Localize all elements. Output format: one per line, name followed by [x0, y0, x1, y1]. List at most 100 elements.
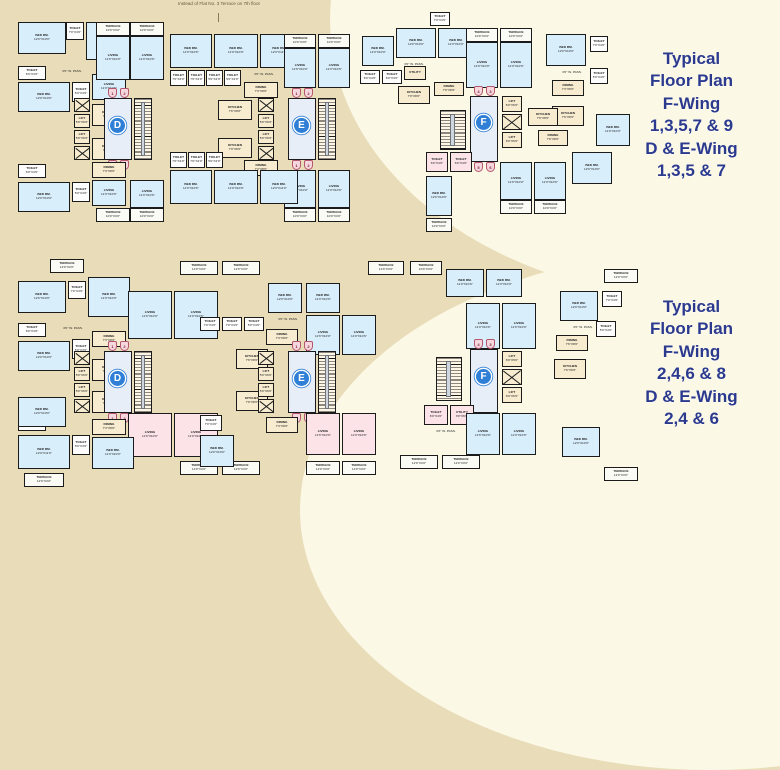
room-bed: BED RM.12'0"X10'0": [18, 22, 66, 54]
room-bed: BED RM.11'0"X10'0": [88, 277, 130, 317]
stair-railing: [141, 355, 145, 409]
room-bed: BED RM.11'0"X10'0": [214, 34, 258, 68]
caption-bottom-floor-plan: Typical Floor Plan F-Wing 2,4,6 & 8 D & …: [609, 296, 774, 431]
flat-number-badge: 4: [474, 339, 483, 349]
flat-number-badge: 6: [486, 162, 495, 172]
passage-label: 3'0" W. PASS.: [254, 72, 274, 77]
caption-top-floor-plan: Typical Floor Plan F-Wing 1,3,5,7 & 9 D …: [609, 48, 774, 183]
room-bed: BED RM.12'0"X10'0": [572, 152, 612, 184]
caption-bottom-line3: F-Wing: [662, 341, 721, 361]
flat-number-badge: 1: [292, 160, 301, 170]
room-bed: BED RM.12'0"X10'0": [426, 176, 452, 216]
flat-number-badge: 1: [108, 88, 117, 98]
room-bed: BED RM.11'0"X10'0": [306, 283, 340, 313]
caption-bottom-line1: Typical: [662, 297, 721, 316]
flat-number-badge: 2: [304, 160, 313, 170]
passage-label: 3'0" W. PASS.: [436, 429, 456, 434]
lift-shaft-icon: [502, 114, 522, 130]
wing-badge-e: E: [294, 371, 309, 386]
flat-number-badge: 3: [486, 86, 495, 96]
flat-number-badge: 1: [108, 341, 117, 351]
room-bed: BED RM.12'0"X10'0": [200, 435, 234, 467]
flat-number-badge: 3: [486, 339, 495, 349]
room-bed: BED RM.11'0"X10'6": [170, 34, 212, 68]
caption-top-line4: 1,3,5,7 & 9: [649, 116, 734, 136]
caption-bottom-line5: D & E-Wing: [645, 386, 738, 406]
room-bed: BED RM.12'0"X10'0": [560, 291, 598, 321]
room-bed: BED RM.11'0"X10'0": [214, 170, 258, 204]
room-bed: BED RM.12'0"X11'0": [260, 170, 298, 204]
room-bed: BED RM.12'0"X10'0": [18, 182, 70, 212]
room-bed: BED RM.11'0"X10'0": [92, 437, 134, 469]
room-bed: BED RM.12'0"X10'0": [562, 427, 600, 457]
caption-bottom-line4: 2,4,6 & 8: [657, 364, 726, 384]
stair-railing: [325, 355, 329, 409]
room-bed: BED RM.12'0"X10'0": [18, 341, 70, 371]
flat-number-badge: 2: [304, 88, 313, 98]
passage-label: 3'0" W. PASS.: [63, 325, 83, 330]
flat-number-badge: 5: [474, 162, 483, 172]
lift-shaft-icon: [74, 98, 90, 112]
caption-bottom-line6: 2,4 & 6: [664, 409, 719, 429]
room-bed: BED RM.12'0"X10'0": [546, 34, 586, 66]
room-bed: BED RM.11'0"X10'6": [446, 269, 484, 297]
